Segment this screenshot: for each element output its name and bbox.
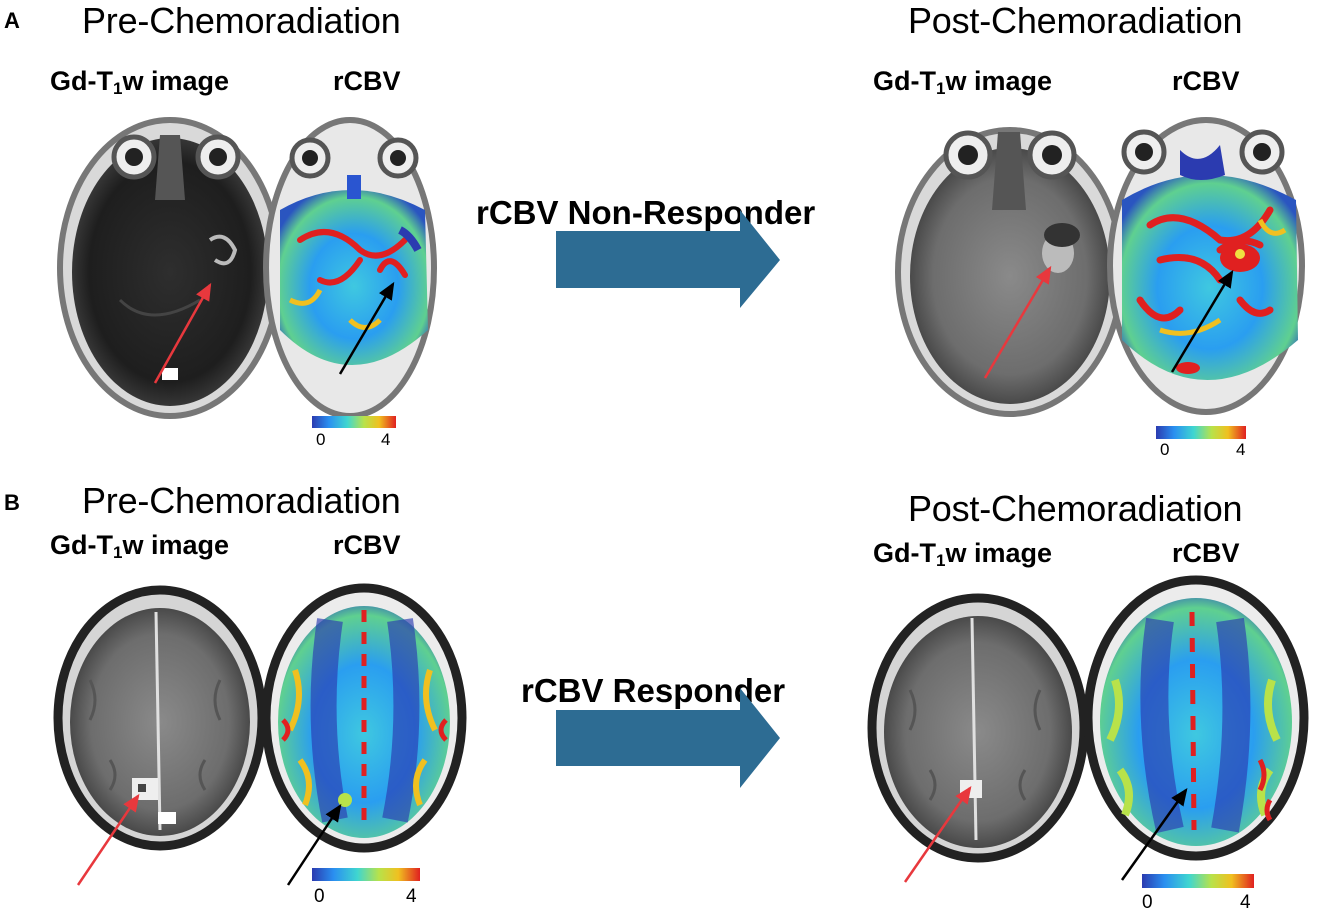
panel-b-post-t1-scan: [867, 593, 1089, 863]
panel-a-pre-map-label: rCBV: [333, 66, 401, 96]
panel-b-pre-black-pointer: [286, 803, 342, 886]
panel-a-pre-colorbar: [312, 416, 396, 428]
panel-a-post-rcbv-map: [1107, 117, 1305, 415]
panel-a-post-colorbar-min: 0: [1160, 440, 1170, 459]
panel-a-pre-title: Pre-Chemoradiation: [82, 0, 401, 41]
panel-a-post-red-pointer: [983, 265, 1052, 379]
panel-b-post-colorbar-max: 4: [1240, 892, 1251, 913]
panel-b-post-red-pointer: [903, 785, 972, 883]
panel-b-pre-red-pointer: [76, 793, 140, 886]
panel-a-pre-red-pointer: [153, 282, 212, 384]
panel-b-post-image-label: Gd-T1w image: [873, 538, 1052, 570]
panel-b-pre-colorbar-min: 0: [314, 886, 325, 907]
panel-a-post-title: Post-Chemoradiation: [908, 0, 1243, 41]
panel-b-transition-arrow: [556, 688, 780, 788]
panel-a-post-image-label: Gd-T1w image: [873, 66, 1052, 98]
panel-a-pre-black-pointer: [338, 281, 395, 375]
panel-a-pre-colorbar-min: 0: [316, 430, 326, 449]
panel-b-pre-rcbv-map: [261, 583, 467, 853]
panel-b-post-colorbar: [1142, 874, 1254, 888]
panel-a-post-colorbar: [1156, 426, 1246, 439]
panel-b-pre-map-label: rCBV: [333, 530, 401, 560]
panel-a-response-label: rCBV Non-Responder: [476, 194, 816, 231]
panel-a-post-black-pointer: [1170, 269, 1234, 373]
panel-b-post-colorbar-min: 0: [1142, 892, 1153, 913]
panel-b-pre-title: Pre-Chemoradiation: [82, 480, 401, 521]
panel-b-pre-image-label: Gd-T1w image: [50, 530, 229, 562]
panel-a-transition-arrow: [556, 210, 780, 308]
panel-a-post-t1-scan: [895, 127, 1125, 417]
panel-b-post-map-label: rCBV: [1172, 538, 1240, 568]
panel-a-post-colorbar-max: 4: [1236, 440, 1246, 459]
panel-b-post-black-pointer: [1120, 787, 1188, 881]
panel-b-pre-colorbar-max: 4: [406, 886, 417, 907]
panel-a-pre-rcbv-map: [263, 117, 437, 419]
panel-a-post-map-label: rCBV: [1172, 66, 1240, 96]
panel-a-pre-colorbar-max: 4: [381, 430, 391, 449]
panel-a-pre-image-label: Gd-T1w image: [50, 66, 229, 98]
panel-b-post-title: Post-Chemoradiation: [908, 488, 1243, 529]
panel-letter-a: A: [4, 8, 20, 33]
panel-a-pre-t1-scan: [57, 117, 283, 419]
panel-letter-b: B: [4, 490, 20, 515]
panel-b-post-rcbv-map: [1083, 575, 1309, 861]
panel-b-pre-t1-scan: [53, 585, 267, 851]
panel-b-pre-colorbar: [312, 868, 420, 881]
